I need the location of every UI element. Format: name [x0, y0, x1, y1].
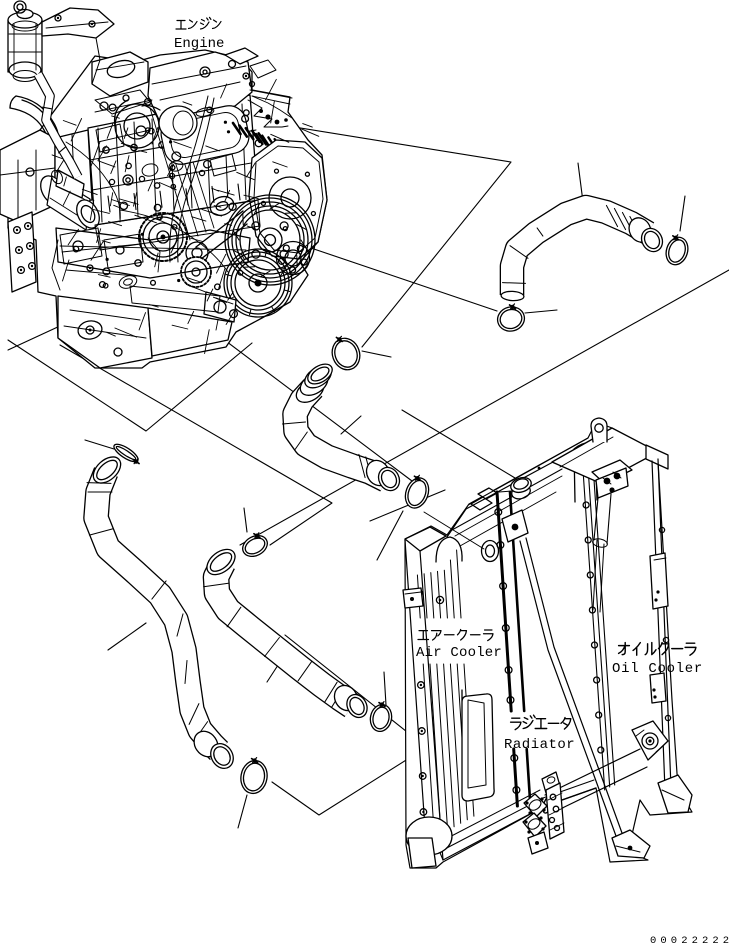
svg-text:Radiator: Radiator: [504, 737, 575, 753]
svg-text:00022222: 00022222: [650, 935, 729, 944]
svg-text:Air Cooler: Air Cooler: [416, 645, 502, 661]
svg-text:Oil Cooler: Oil Cooler: [612, 661, 703, 677]
svg-text:Engine: Engine: [174, 36, 224, 52]
